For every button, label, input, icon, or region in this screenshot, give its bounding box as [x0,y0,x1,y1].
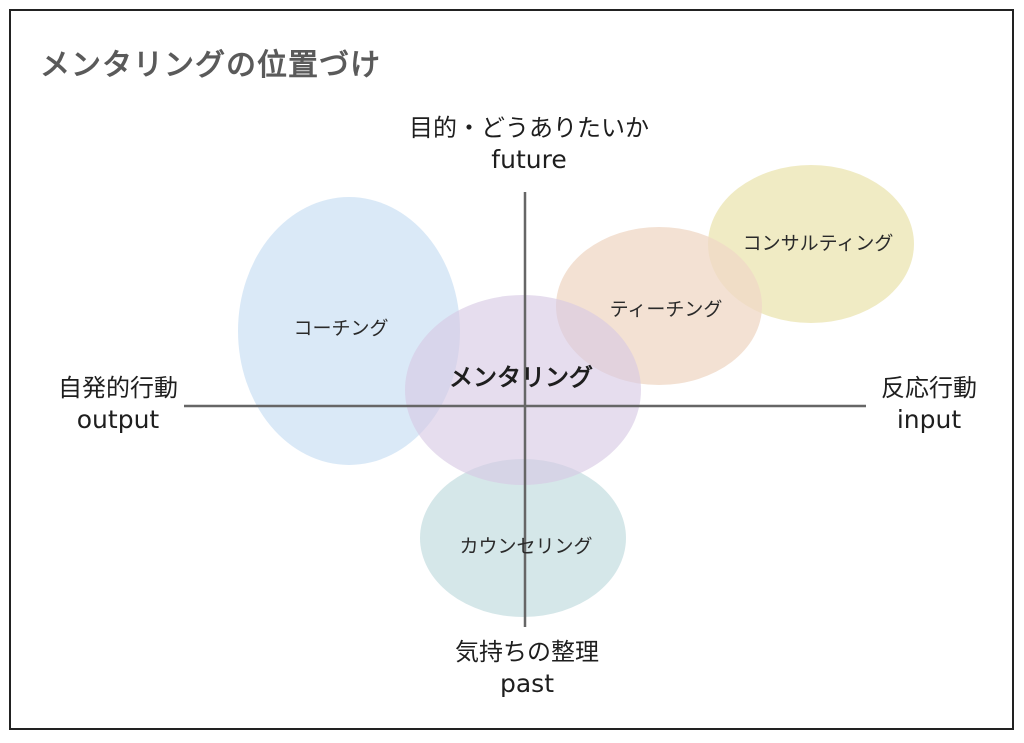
page-title: メンタリングの位置づけ [40,48,381,83]
axis-label-right: 反応行動 input [881,372,977,436]
axis-bottom-en: past [499,669,555,698]
mentoring-bubble [405,295,641,485]
coaching-label: コーチング [293,317,389,340]
axis-right-en: input [896,405,962,434]
counseling-bubble [420,459,626,617]
axis-left-jp: 自発的行動 [58,374,178,402]
mentoring-label: メンタリング [449,363,593,392]
axis-right-jp: 反応行動 [881,374,977,402]
axis-label-left: 自発的行動 output [58,372,178,436]
counseling-label: カウンセリング [459,535,593,558]
consulting-bubble [708,165,914,323]
axis-bottom-jp: 気持ちの整理 [455,638,599,666]
axis-top-jp: 目的・どうありたいか [409,114,649,142]
axis-left-en: output [76,405,160,434]
coaching-bubble [238,197,460,465]
axis-top-en: future [491,145,567,174]
teaching-label: ティーチング [609,298,723,321]
axis-label-top: 目的・どうありたいか future [409,112,649,176]
axis-label-bottom: 気持ちの整理 past [455,636,599,700]
consulting-label: コンサルティング [742,232,894,255]
